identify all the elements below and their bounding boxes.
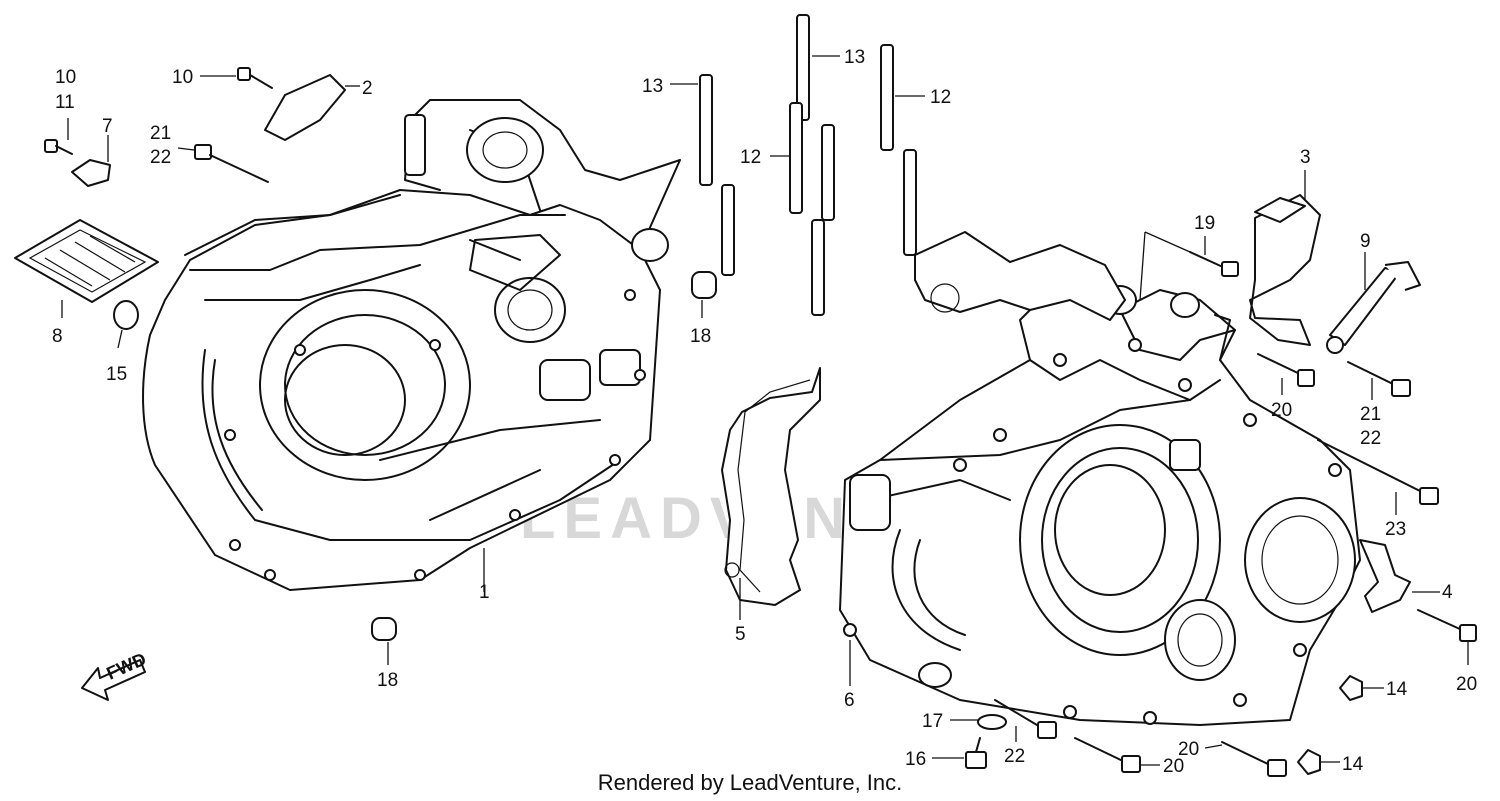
washer-part-17 <box>977 714 1007 730</box>
callout-23: 23 <box>1385 519 1406 540</box>
plate-part-4 <box>1359 539 1411 613</box>
callout-6: 6 <box>844 690 855 711</box>
dowel-pin-upper <box>691 271 717 299</box>
breather-part-3 <box>1249 194 1321 346</box>
bracket-part-2 <box>264 74 346 141</box>
callout-21: 21 <box>150 123 171 144</box>
callout-22: 22 <box>150 147 171 168</box>
callout-19: 19 <box>1194 213 1215 234</box>
clip-part-7 <box>71 159 111 187</box>
bolt-21-22-right <box>1347 361 1411 397</box>
callout-14: 14 <box>1342 754 1364 775</box>
callout-14: 14 <box>1386 679 1408 700</box>
left-crankcase-half <box>142 99 681 591</box>
callout-16: 16 <box>905 749 926 770</box>
callout-20: 20 <box>1271 400 1292 421</box>
callout-15: 15 <box>106 364 127 385</box>
cylinder-base-gasket <box>914 231 1126 321</box>
callout-21: 21 <box>1360 404 1381 425</box>
callout-2: 2 <box>362 78 373 99</box>
callout-13: 13 <box>844 47 865 68</box>
bolt-20-upper <box>1257 353 1315 387</box>
callout-4: 4 <box>1442 582 1453 603</box>
callout-5: 5 <box>735 624 746 645</box>
callout-22: 22 <box>1004 746 1025 767</box>
forward-direction-arrow: FWD <box>81 649 149 701</box>
bolt-22-bottom <box>994 699 1057 739</box>
callout-20: 20 <box>1163 756 1184 777</box>
bolt-23 <box>1317 439 1439 505</box>
callout-8: 8 <box>52 326 63 347</box>
callout-7: 7 <box>102 116 113 137</box>
bolt-21-22 <box>194 144 269 183</box>
bolt-20-bottom-right <box>1221 741 1287 777</box>
callout-11: 11 <box>55 92 75 113</box>
callout-1: 1 <box>479 582 490 603</box>
callout-17: 17 <box>922 711 943 732</box>
callout-12: 12 <box>930 87 951 108</box>
stud-bolts <box>699 14 917 316</box>
bolt-10 <box>237 67 273 89</box>
oil-screen-part-8 <box>14 219 159 303</box>
callout-20: 20 <box>1456 674 1477 695</box>
right-crankcase-half <box>839 285 1361 726</box>
bolt-part-16 <box>965 737 987 769</box>
rendered-by-footer: Rendered by LeadVenture, Inc. <box>597 770 903 795</box>
leader-lines <box>61 55 1469 766</box>
bolt-20-bottom-left <box>1074 737 1141 773</box>
callout-10: 10 <box>55 67 76 88</box>
callout-13: 13 <box>642 76 663 97</box>
callout-12: 12 <box>740 147 761 168</box>
bolt-20-right <box>1417 609 1477 642</box>
callout-10: 10 <box>172 67 193 88</box>
dowel-pin-lower <box>371 617 397 641</box>
callout-18: 18 <box>690 326 711 347</box>
callout-9: 9 <box>1360 231 1371 252</box>
nut-14-lower <box>1297 749 1321 775</box>
callout-3: 3 <box>1300 147 1311 168</box>
callout-22: 22 <box>1360 428 1381 449</box>
nut-14-upper <box>1339 675 1363 701</box>
o-ring-part-15 <box>113 300 139 330</box>
callout-18: 18 <box>377 670 398 691</box>
bolt-10-11 <box>44 139 73 155</box>
bolt-19 <box>1189 251 1239 277</box>
callout-20: 20 <box>1178 739 1199 760</box>
callout-labels: 10 11 7 10 2 21 22 8 15 13 13 12 12 18 1… <box>52 47 1477 777</box>
